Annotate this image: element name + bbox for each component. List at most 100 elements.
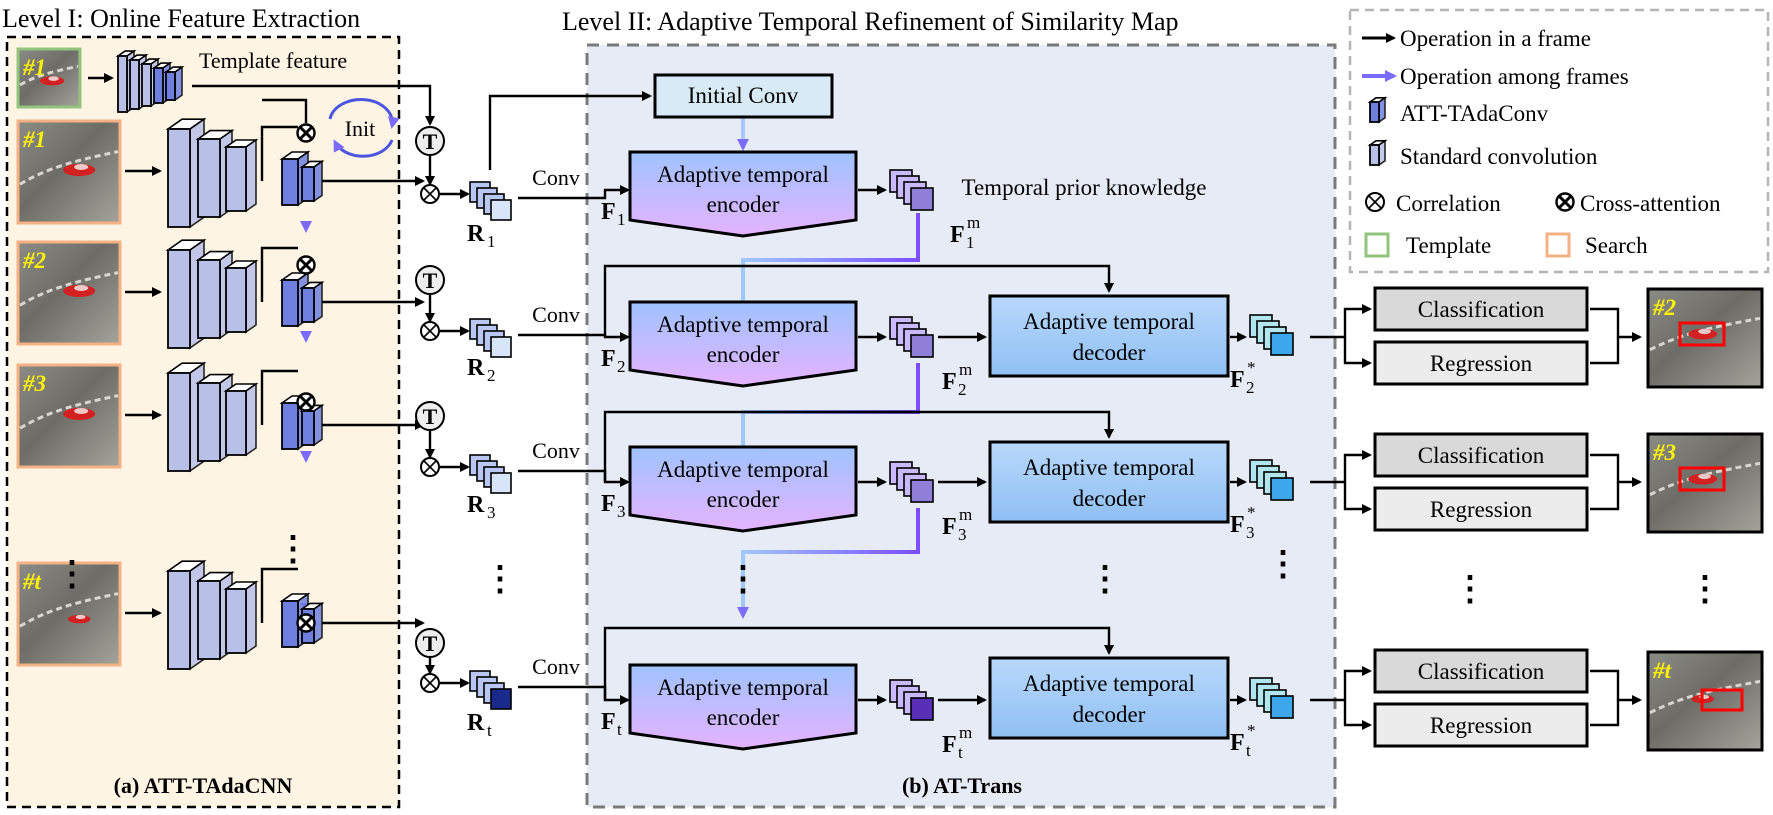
init-label: Init — [345, 116, 376, 141]
frame-tag: #1 — [22, 55, 46, 80]
backbone-layer — [223, 580, 259, 655]
correlation-stroke — [423, 187, 437, 201]
block-front — [167, 128, 191, 228]
cross-attention-1 — [296, 123, 316, 143]
block-side — [245, 580, 257, 655]
classification-label: Classification — [1418, 297, 1545, 322]
cross-attention-2 — [296, 255, 316, 275]
initial-conv-label: Initial Conv — [688, 83, 799, 108]
encoder-shape — [628, 150, 858, 238]
search-frame-1: #1 — [16, 119, 122, 225]
response-map-4 — [469, 670, 512, 710]
output-slice — [1270, 477, 1294, 501]
temporal-prior-knowledge-label: Temporal prior knowledge — [962, 175, 1207, 200]
regression-box — [1373, 486, 1589, 532]
regression-label: Regression — [1430, 497, 1533, 522]
search-frame-4: #t — [16, 561, 122, 667]
memory-feature-2 — [889, 316, 934, 358]
block-side — [174, 65, 183, 102]
block-front — [129, 59, 140, 110]
block-front — [167, 570, 191, 670]
encoder-shape — [628, 300, 858, 388]
temporal-node-label: T — [423, 129, 438, 154]
response-symbol: R — [467, 492, 485, 518]
feature-symbol: F — [601, 346, 616, 372]
classification-box — [1373, 286, 1589, 332]
init-loop-arc — [328, 98, 400, 129]
classification-to-result-arrow — [1590, 453, 1642, 487]
level2-title: Level II: Adaptive Temporal Refinement o… — [562, 7, 1178, 36]
classification-label: Classification — [1418, 659, 1545, 684]
output-superscript: * — [1247, 358, 1256, 377]
memory-feature-4 — [889, 679, 934, 721]
block-front — [197, 259, 221, 339]
block-front — [225, 267, 247, 333]
init-loop: Init — [328, 98, 400, 158]
block-side — [245, 259, 257, 334]
frame-tag: #2 — [1652, 295, 1676, 320]
result-ellipsis: ⋮ — [1688, 571, 1722, 608]
response-subscript: 2 — [487, 366, 496, 385]
to-classification-arrow — [1310, 666, 1372, 702]
result-frame-3: #3 — [1646, 432, 1764, 534]
frame-tag: #1 — [22, 127, 46, 152]
feature-subscript: 2 — [617, 357, 626, 376]
temporal-node-label: T — [423, 268, 438, 293]
backbone-layer — [165, 559, 207, 671]
output-slice — [1270, 695, 1294, 719]
temporal-node-circle — [415, 628, 445, 658]
block-side — [313, 159, 323, 203]
legend-att-tadaconv: ATT-TAdaConv — [1400, 101, 1549, 126]
block-side — [313, 280, 323, 324]
encoder-ellipsis: ⋮ — [726, 561, 760, 598]
response-symbol: R — [467, 710, 485, 736]
cross-attention-stroke — [298, 615, 314, 631]
feature-subscript: 1 — [617, 210, 626, 229]
legend-standard-convolution-label: Standard convolution — [1400, 144, 1598, 169]
temporal-node-4: T — [415, 628, 445, 658]
response-map-slice — [490, 336, 512, 358]
search-frame-2: #2 — [16, 240, 122, 346]
to-classification-arrow — [1310, 304, 1372, 339]
backbone-layer — [223, 382, 259, 457]
template-feature-arrow — [192, 84, 435, 126]
block-front — [1369, 144, 1380, 166]
response-map-slice — [490, 199, 512, 221]
response-map-slice — [490, 472, 512, 494]
block-side — [313, 403, 323, 447]
temporal-node-1: T — [415, 126, 445, 156]
memory-superscript: m — [959, 723, 972, 742]
correlation-stroke — [423, 676, 437, 690]
road-marking — [19, 592, 119, 628]
block-side — [1378, 139, 1386, 167]
block-front — [153, 67, 164, 104]
feature-symbol: F — [601, 709, 616, 735]
predicted-bounding-box — [1678, 466, 1726, 492]
encoder-label-line2: encoder — [707, 705, 780, 730]
response-map-1 — [469, 181, 512, 221]
memory-subscript: t — [958, 743, 963, 762]
block-front — [301, 287, 315, 323]
to-classification-arrow — [1310, 450, 1372, 484]
decoder-label-line2: decoder — [1073, 486, 1146, 511]
memory-symbol: F — [942, 369, 957, 395]
output-subscript: t — [1246, 741, 1251, 760]
car-window — [1698, 473, 1711, 480]
memory-feature-1 — [889, 169, 934, 211]
correlation-stroke — [423, 460, 437, 474]
legend-template-label: Template — [1406, 233, 1491, 258]
att-tadaconv-block — [299, 159, 325, 203]
correlation-1 — [420, 184, 440, 204]
cross-attention-stroke — [1557, 194, 1573, 210]
road-marking — [19, 394, 119, 430]
output-superscript: * — [1247, 503, 1256, 522]
